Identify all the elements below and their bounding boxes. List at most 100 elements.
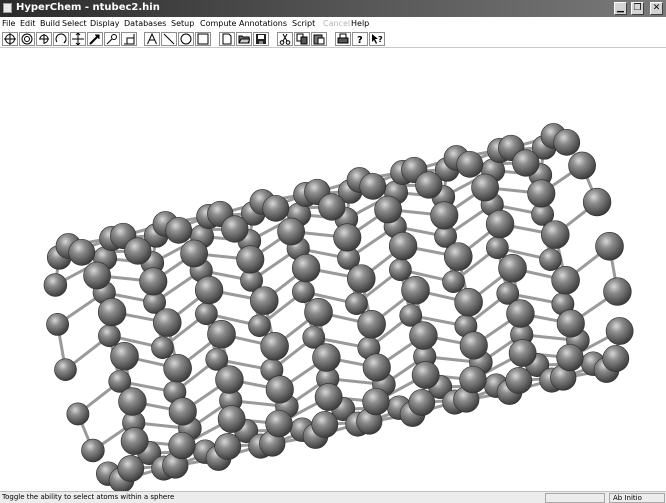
carbon-atom[interactable] [265, 409, 293, 438]
app-icon[interactable] [3, 3, 12, 13]
menu-display[interactable]: Display [90, 19, 120, 28]
carbon-atom[interactable] [54, 358, 77, 381]
paste-icon[interactable] [311, 32, 327, 46]
carbon-atom[interactable] [151, 336, 174, 359]
carbon-atom[interactable] [430, 201, 459, 230]
carbon-atom[interactable] [512, 149, 540, 177]
carbon-atom[interactable] [214, 433, 242, 460]
carbon-atom[interactable] [333, 223, 362, 252]
menu-help[interactable]: Help [351, 19, 370, 28]
molecule-viewer[interactable] [0, 48, 666, 493]
rectangle-icon[interactable] [195, 32, 211, 46]
new-icon[interactable] [219, 32, 235, 46]
title-bar[interactable]: HyperChem - ntubec2.hin ▁ ❐ ✕ [0, 0, 666, 17]
close-icon[interactable]: ✕ [650, 2, 663, 15]
carbon-atom[interactable] [168, 431, 196, 460]
carbon-atom[interactable] [362, 387, 390, 416]
carbon-atom[interactable] [602, 345, 630, 372]
carbon-atom[interactable] [168, 397, 197, 426]
carbon-atom[interactable] [471, 173, 499, 202]
menu-script[interactable]: Script [292, 19, 316, 28]
carbon-atom[interactable] [389, 258, 412, 282]
menu-edit[interactable]: Edit [20, 19, 36, 28]
carbon-atom[interactable] [68, 238, 96, 266]
menu-compute[interactable]: Compute [200, 19, 237, 28]
carbon-atom[interactable] [311, 411, 339, 438]
carbon-atom[interactable] [195, 302, 218, 326]
menu-databases[interactable]: Databases [124, 19, 167, 28]
carbon-atom[interactable] [97, 297, 127, 327]
minimize-icon[interactable]: ▁ [614, 2, 627, 15]
carbon-atom[interactable] [120, 427, 149, 455]
carbon-atom[interactable] [409, 321, 438, 350]
carbon-atom[interactable] [496, 282, 520, 305]
menu-annotations[interactable]: Annotations [239, 19, 288, 28]
carbon-atom[interactable] [401, 276, 430, 305]
carbon-atom[interactable] [221, 215, 249, 243]
carbon-atom[interactable] [83, 261, 111, 290]
zoom-icon[interactable] [104, 32, 120, 46]
carbon-atom[interactable] [595, 232, 624, 261]
carbon-atom[interactable] [314, 383, 343, 411]
carbon-atom[interactable] [553, 128, 581, 156]
translate-xy-icon[interactable] [70, 32, 86, 46]
carbon-atom[interactable] [139, 267, 168, 296]
save-icon[interactable] [253, 32, 269, 46]
menu-build[interactable]: Build [40, 19, 61, 28]
carbon-atom[interactable] [486, 236, 509, 260]
carbon-atom[interactable] [66, 402, 90, 426]
translate-z-icon[interactable] [87, 32, 103, 46]
carbon-atom[interactable] [568, 151, 596, 180]
z-clip-icon[interactable] [121, 32, 137, 46]
carbon-atom[interactable] [207, 320, 236, 349]
carbon-atom[interactable] [411, 361, 440, 389]
carbon-atom[interactable] [605, 317, 634, 345]
rotate-z-icon[interactable] [53, 32, 69, 46]
carbon-atom[interactable] [443, 242, 473, 271]
carbon-atom[interactable] [362, 353, 391, 382]
carbon-atom[interactable] [556, 343, 584, 372]
carbon-atom[interactable] [454, 287, 483, 317]
carbon-atom[interactable] [312, 343, 341, 372]
carbon-atom[interactable] [556, 309, 585, 338]
carbon-atom[interactable] [292, 280, 315, 304]
menu-setup[interactable]: Setup [171, 19, 195, 28]
carbon-atom[interactable] [540, 220, 570, 249]
carbon-atom[interactable] [415, 171, 443, 199]
draw-icon[interactable] [2, 32, 18, 46]
carbon-atom[interactable] [205, 348, 229, 371]
carbon-atom[interactable] [345, 292, 368, 315]
open-icon[interactable] [236, 32, 252, 46]
menu-select[interactable]: Select [62, 19, 87, 28]
carbon-atom[interactable] [152, 308, 182, 337]
carbon-atom[interactable] [399, 304, 423, 327]
carbon-atom[interactable] [456, 150, 484, 178]
carbon-atom[interactable] [81, 438, 105, 463]
carbon-atom[interactable] [265, 375, 294, 404]
carbon-atom[interactable] [498, 254, 527, 283]
carbon-atom[interactable] [459, 365, 487, 394]
carbon-atom[interactable] [124, 237, 152, 265]
context-help-icon[interactable]: ? [369, 32, 385, 46]
carbon-atom[interactable] [551, 265, 580, 295]
text-icon[interactable] [144, 32, 160, 46]
cut-icon[interactable] [277, 32, 293, 46]
carbon-atom[interactable] [291, 253, 321, 283]
carbon-atom[interactable] [163, 353, 192, 383]
carbon-atom[interactable] [318, 193, 346, 221]
carbon-atom[interactable] [248, 314, 271, 337]
carbon-atom[interactable] [262, 194, 290, 222]
restore-icon[interactable]: ❐ [631, 2, 644, 15]
carbon-atom[interactable] [302, 326, 326, 349]
carbon-atom[interactable] [304, 298, 333, 327]
carbon-atom[interactable] [459, 331, 488, 360]
carbon-atom[interactable] [194, 275, 224, 305]
nanotube-molecule[interactable] [0, 48, 666, 493]
carbon-atom[interactable] [108, 370, 132, 393]
help-icon[interactable]: ? [352, 32, 368, 46]
carbon-atom[interactable] [408, 389, 436, 416]
carbon-atom[interactable] [442, 270, 465, 293]
line-icon[interactable] [161, 32, 177, 46]
carbon-atom[interactable] [505, 367, 533, 394]
print-icon[interactable] [335, 32, 351, 46]
